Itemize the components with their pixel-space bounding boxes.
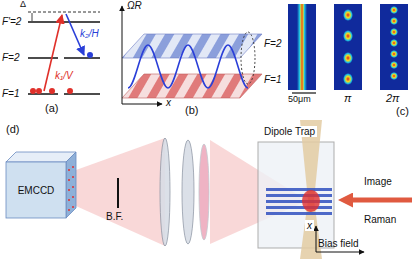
imaging-setup bbox=[6, 120, 412, 259]
beam-label: k₁/V bbox=[55, 70, 73, 81]
pulse-label: π bbox=[344, 92, 351, 104]
level-label: F'=2 bbox=[2, 16, 21, 27]
part-label: B.F. bbox=[106, 211, 123, 222]
panel-letter: (a) bbox=[45, 102, 58, 114]
beam-label: Raman bbox=[364, 214, 396, 225]
axis-label: x bbox=[305, 220, 314, 231]
panel-letter: (c) bbox=[396, 105, 409, 117]
coupling-planes bbox=[122, 6, 262, 104]
pulse-label: 2π bbox=[386, 92, 400, 104]
panel-letter: (b) bbox=[185, 104, 198, 116]
axis-label: ΩR bbox=[127, 0, 142, 11]
panel-letter: (d) bbox=[6, 123, 19, 135]
detuning-label: Δ bbox=[20, 0, 26, 10]
axis-label: x bbox=[166, 97, 171, 108]
beam-label: Image bbox=[364, 176, 392, 187]
part-label: Dipole Trap bbox=[262, 126, 317, 137]
camera-box: EMCCD bbox=[6, 162, 66, 218]
level-scheme bbox=[28, 12, 100, 94]
level-label: F=1 bbox=[264, 74, 282, 85]
atom-images bbox=[288, 4, 408, 93]
level-label: F=2 bbox=[264, 38, 282, 49]
level-label: F=2 bbox=[2, 52, 20, 63]
field-label: Bias field bbox=[318, 238, 359, 249]
level-label: F=1 bbox=[2, 88, 20, 99]
node-text: EMCCD bbox=[18, 185, 55, 196]
beam-label: k₂/H bbox=[80, 28, 99, 39]
scale-bar-label: 50μm bbox=[288, 95, 311, 105]
